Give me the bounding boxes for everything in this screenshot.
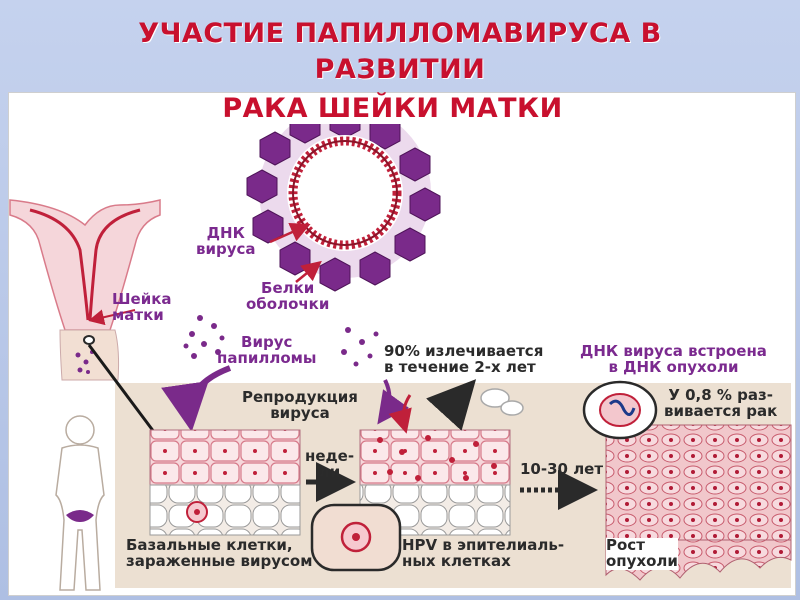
label-envelope-proteins: Белки оболочки <box>246 279 330 313</box>
label-virus-papilloma: Вирус папилломы <box>217 333 317 367</box>
epithelial-cell-icon <box>310 503 402 572</box>
cervix-pointer-arrow <box>88 309 136 326</box>
title-line-3: РАКА ШЕЙКИ МАТКИ <box>200 93 585 124</box>
dna-pointer-arrow <box>269 222 311 244</box>
label-weeks: неде- ли <box>305 447 355 481</box>
female-silhouette-icon <box>55 415 105 591</box>
reproduction-arrow <box>377 379 410 425</box>
uterus-icon <box>9 199 161 381</box>
label-dna-integrated: ДНК вируса встроена в ДНК опухоли <box>580 342 767 376</box>
label-tumor-growth: Рост опухоли <box>606 536 678 570</box>
label-cancer-percent: У 0,8 % раз- вивается рак <box>664 386 778 420</box>
protein-pointer-arrow <box>295 260 322 283</box>
label-reproduction: Репродукция вируса <box>242 388 358 422</box>
label-years: 10-30 лет <box>520 460 604 478</box>
title-line-2: РАЗВИТИИ <box>314 54 486 85</box>
infection-arrow <box>161 365 232 432</box>
label-hpv-epithelial: HPV в эпителиаль- ных клетках <box>402 536 565 570</box>
virus-particles-scatter <box>183 315 379 367</box>
label-basal-cells: Базальные клетки, зараженные вирусом <box>126 536 313 570</box>
integrated-dna-cell-icon <box>582 380 658 440</box>
zoom-line <box>87 344 162 441</box>
release-arrow <box>388 394 412 434</box>
label-dna-virus: ДНК вируса <box>196 224 256 258</box>
cured-arrow <box>426 379 477 431</box>
cured-cells-icon <box>480 388 524 416</box>
title-line-1: УЧАСТИЕ ПАПИЛЛОМАВИРУСА В <box>138 18 662 49</box>
label-cervix: Шейка матки <box>112 290 172 324</box>
tissue-block-1 <box>149 429 301 536</box>
virus-particle-icon <box>246 104 441 292</box>
label-cured: 90% излечивается в течение 2-х лет <box>384 342 544 376</box>
